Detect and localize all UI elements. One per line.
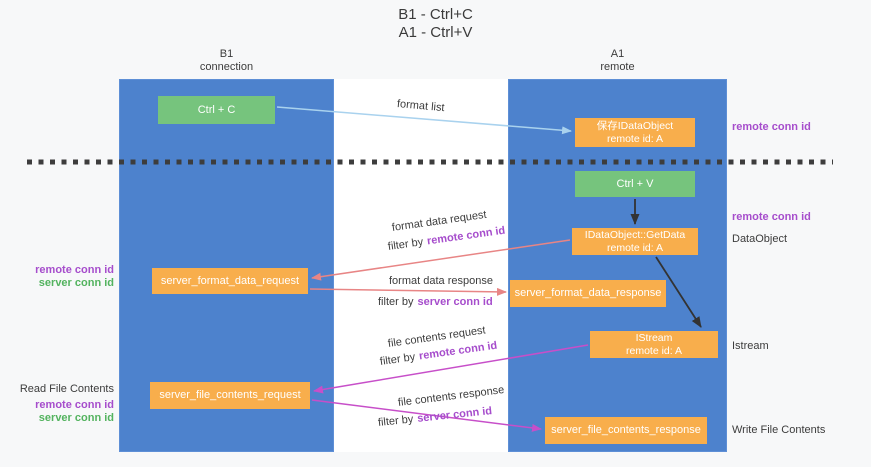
node-sfdreq-label: server_format_data_request	[160, 274, 300, 287]
lane-header-b1: B1 connection	[119, 48, 334, 74]
node-save-line2: remote id: A	[606, 132, 664, 145]
node-server-format-data-response: server_format_data_response	[510, 280, 666, 307]
title-line-1: B1 - Ctrl+C	[398, 6, 473, 23]
server-conn-id-text: server conn id	[417, 296, 493, 308]
lane-a1-subtitle: remote	[600, 61, 635, 73]
node-ctrl-c: Ctrl + C	[158, 96, 275, 124]
lane-b1-subtitle: connection	[199, 61, 254, 73]
node-istream-line2: remote id: A	[625, 344, 683, 357]
node-idataobject-getdata: IDataObject::GetData remote id: A	[572, 228, 698, 255]
right-label-write-file-contents: Write File Contents	[732, 424, 826, 436]
lane-a1-title: A1	[610, 48, 625, 60]
node-getdata-line1: IDataObject::GetData	[584, 228, 686, 241]
node-sfcres-label: server_file_contents_response	[551, 424, 701, 436]
label-format-data-response: format data response	[389, 275, 493, 287]
diagram-title: B1 - Ctrl+C A1 - Ctrl+V	[0, 6, 871, 42]
node-save-line1: 保存IDataObject	[596, 119, 674, 132]
right-label-istream: Istream	[732, 340, 769, 352]
node-ctrl-c-label: Ctrl + C	[197, 103, 236, 116]
node-ctrl-v-label: Ctrl + V	[616, 177, 654, 190]
right-label-remote-conn-id-top: remote conn id	[732, 121, 811, 133]
arrow-file-contents-response	[311, 399, 542, 432]
arrow-format-data-request	[311, 239, 571, 281]
left-label-remote-conn-id-2: remote conn id	[35, 399, 114, 411]
lane-b1-title: B1	[219, 48, 234, 60]
arrow-file-contents-request	[313, 344, 589, 394]
node-getdata-line2: remote id: A	[606, 241, 664, 254]
node-sfdres-label: server_format_data_response	[514, 287, 662, 299]
right-label-dataobject: DataObject	[732, 233, 788, 245]
arrow-format-list	[276, 106, 572, 135]
filter-by-text: filter by	[378, 296, 414, 308]
right-label-remote-conn-id-mid: remote conn id	[732, 211, 811, 223]
left-label-server-conn-id-1: server conn id	[38, 277, 114, 289]
node-ctrl-v: Ctrl + V	[575, 171, 695, 197]
left-label-server-conn-id-2: server conn id	[38, 412, 114, 424]
node-server-format-data-request: server_format_data_request	[152, 268, 308, 294]
title-line-2: A1 - Ctrl+V	[398, 24, 473, 41]
node-sfcreq-label: server_file_contents_request	[159, 389, 301, 401]
node-server-file-contents-response: server_file_contents_response	[545, 417, 707, 444]
node-save-idataobject: 保存IDataObject remote id: A	[575, 118, 695, 147]
lane-header-a1: A1 remote	[508, 48, 727, 74]
node-istream-line1: IStream	[635, 331, 673, 344]
arrow-getdata-to-istream	[655, 256, 702, 328]
arrow-format-data-response	[309, 287, 507, 296]
left-label-remote-conn-id-1: remote conn id	[35, 264, 114, 276]
node-istream: IStream remote id: A	[590, 331, 718, 358]
node-server-file-contents-request: server_file_contents_request	[150, 382, 310, 409]
left-label-read-file-contents: Read File Contents	[19, 383, 114, 395]
